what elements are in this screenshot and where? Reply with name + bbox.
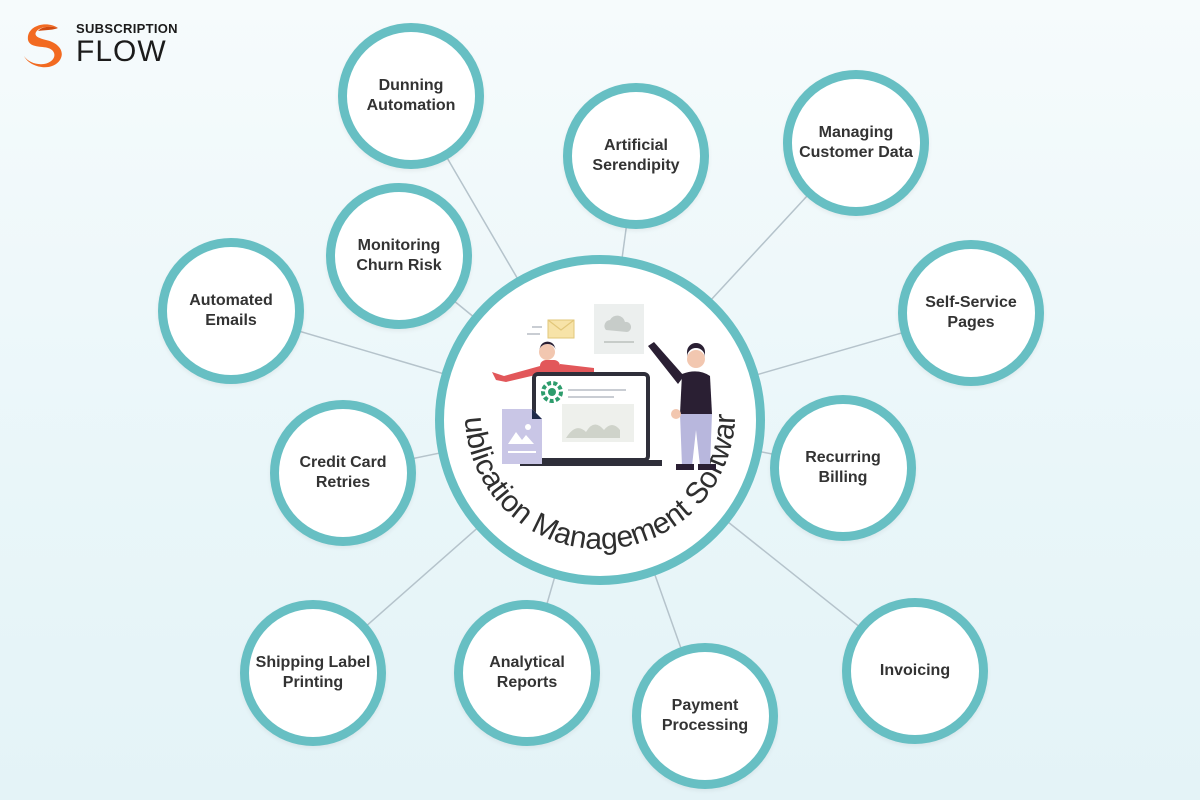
node-self-service-pages: Self-Service Pages: [898, 240, 1044, 386]
node-label: Automated Emails: [189, 292, 273, 329]
node-credit-card-retries: Credit Card Retries: [270, 400, 416, 546]
node-analytical-reports: Analytical Reports: [454, 600, 600, 746]
logo-wordmark-top: SUBSCRIPTION: [76, 20, 178, 36]
node-label: Analytical Reports: [489, 654, 565, 691]
node-label: Monitoring Churn Risk: [356, 237, 442, 274]
subscriptionflow-logo: SUBSCRIPTION FLOW: [18, 18, 178, 70]
node-label: Recurring Billing: [805, 449, 881, 486]
monitor-icon: [520, 372, 662, 466]
node-automated-emails: Automated Emails: [158, 238, 304, 384]
document-icon: [502, 409, 542, 464]
node-managing-customer-data: Managing Customer Data: [783, 70, 929, 216]
man-figure: [648, 342, 716, 470]
node-label: Artificial Serendipity: [592, 137, 680, 174]
node-payment-processing: Payment Processing: [632, 643, 778, 789]
node-label: Managing Customer Data: [799, 124, 913, 161]
node-label: Self-Service Pages: [925, 294, 1017, 331]
node-label: Invoicing: [879, 662, 951, 679]
node-label: Credit Card Retries: [299, 454, 387, 491]
node-invoicing: Invoicing: [842, 598, 988, 744]
node-label: Dunning Automation: [366, 77, 456, 114]
envelope-icon: [527, 319, 575, 339]
hub-circle: Publication Management Software: [435, 255, 765, 585]
node-label: Shipping Label Printing: [255, 654, 371, 691]
logo-wordmark-bottom: FLOW: [76, 34, 167, 68]
logo-swirl-icon: [24, 24, 62, 68]
node-shipping-label-printing: Shipping Label Printing: [240, 600, 386, 746]
hub-illustration: Publication Management Software: [444, 264, 742, 556]
gear-icon: [541, 381, 563, 403]
cloud-card-icon: [594, 304, 644, 354]
node-label: Payment Processing: [661, 697, 749, 734]
node-monitoring-churn-risk: Monitoring Churn Risk: [326, 183, 472, 329]
node-dunning-automation: Dunning Automation: [338, 23, 484, 169]
node-recurring-billing: Recurring Billing: [770, 395, 916, 541]
node-artificial-serendipity: Artificial Serendipity: [563, 83, 709, 229]
